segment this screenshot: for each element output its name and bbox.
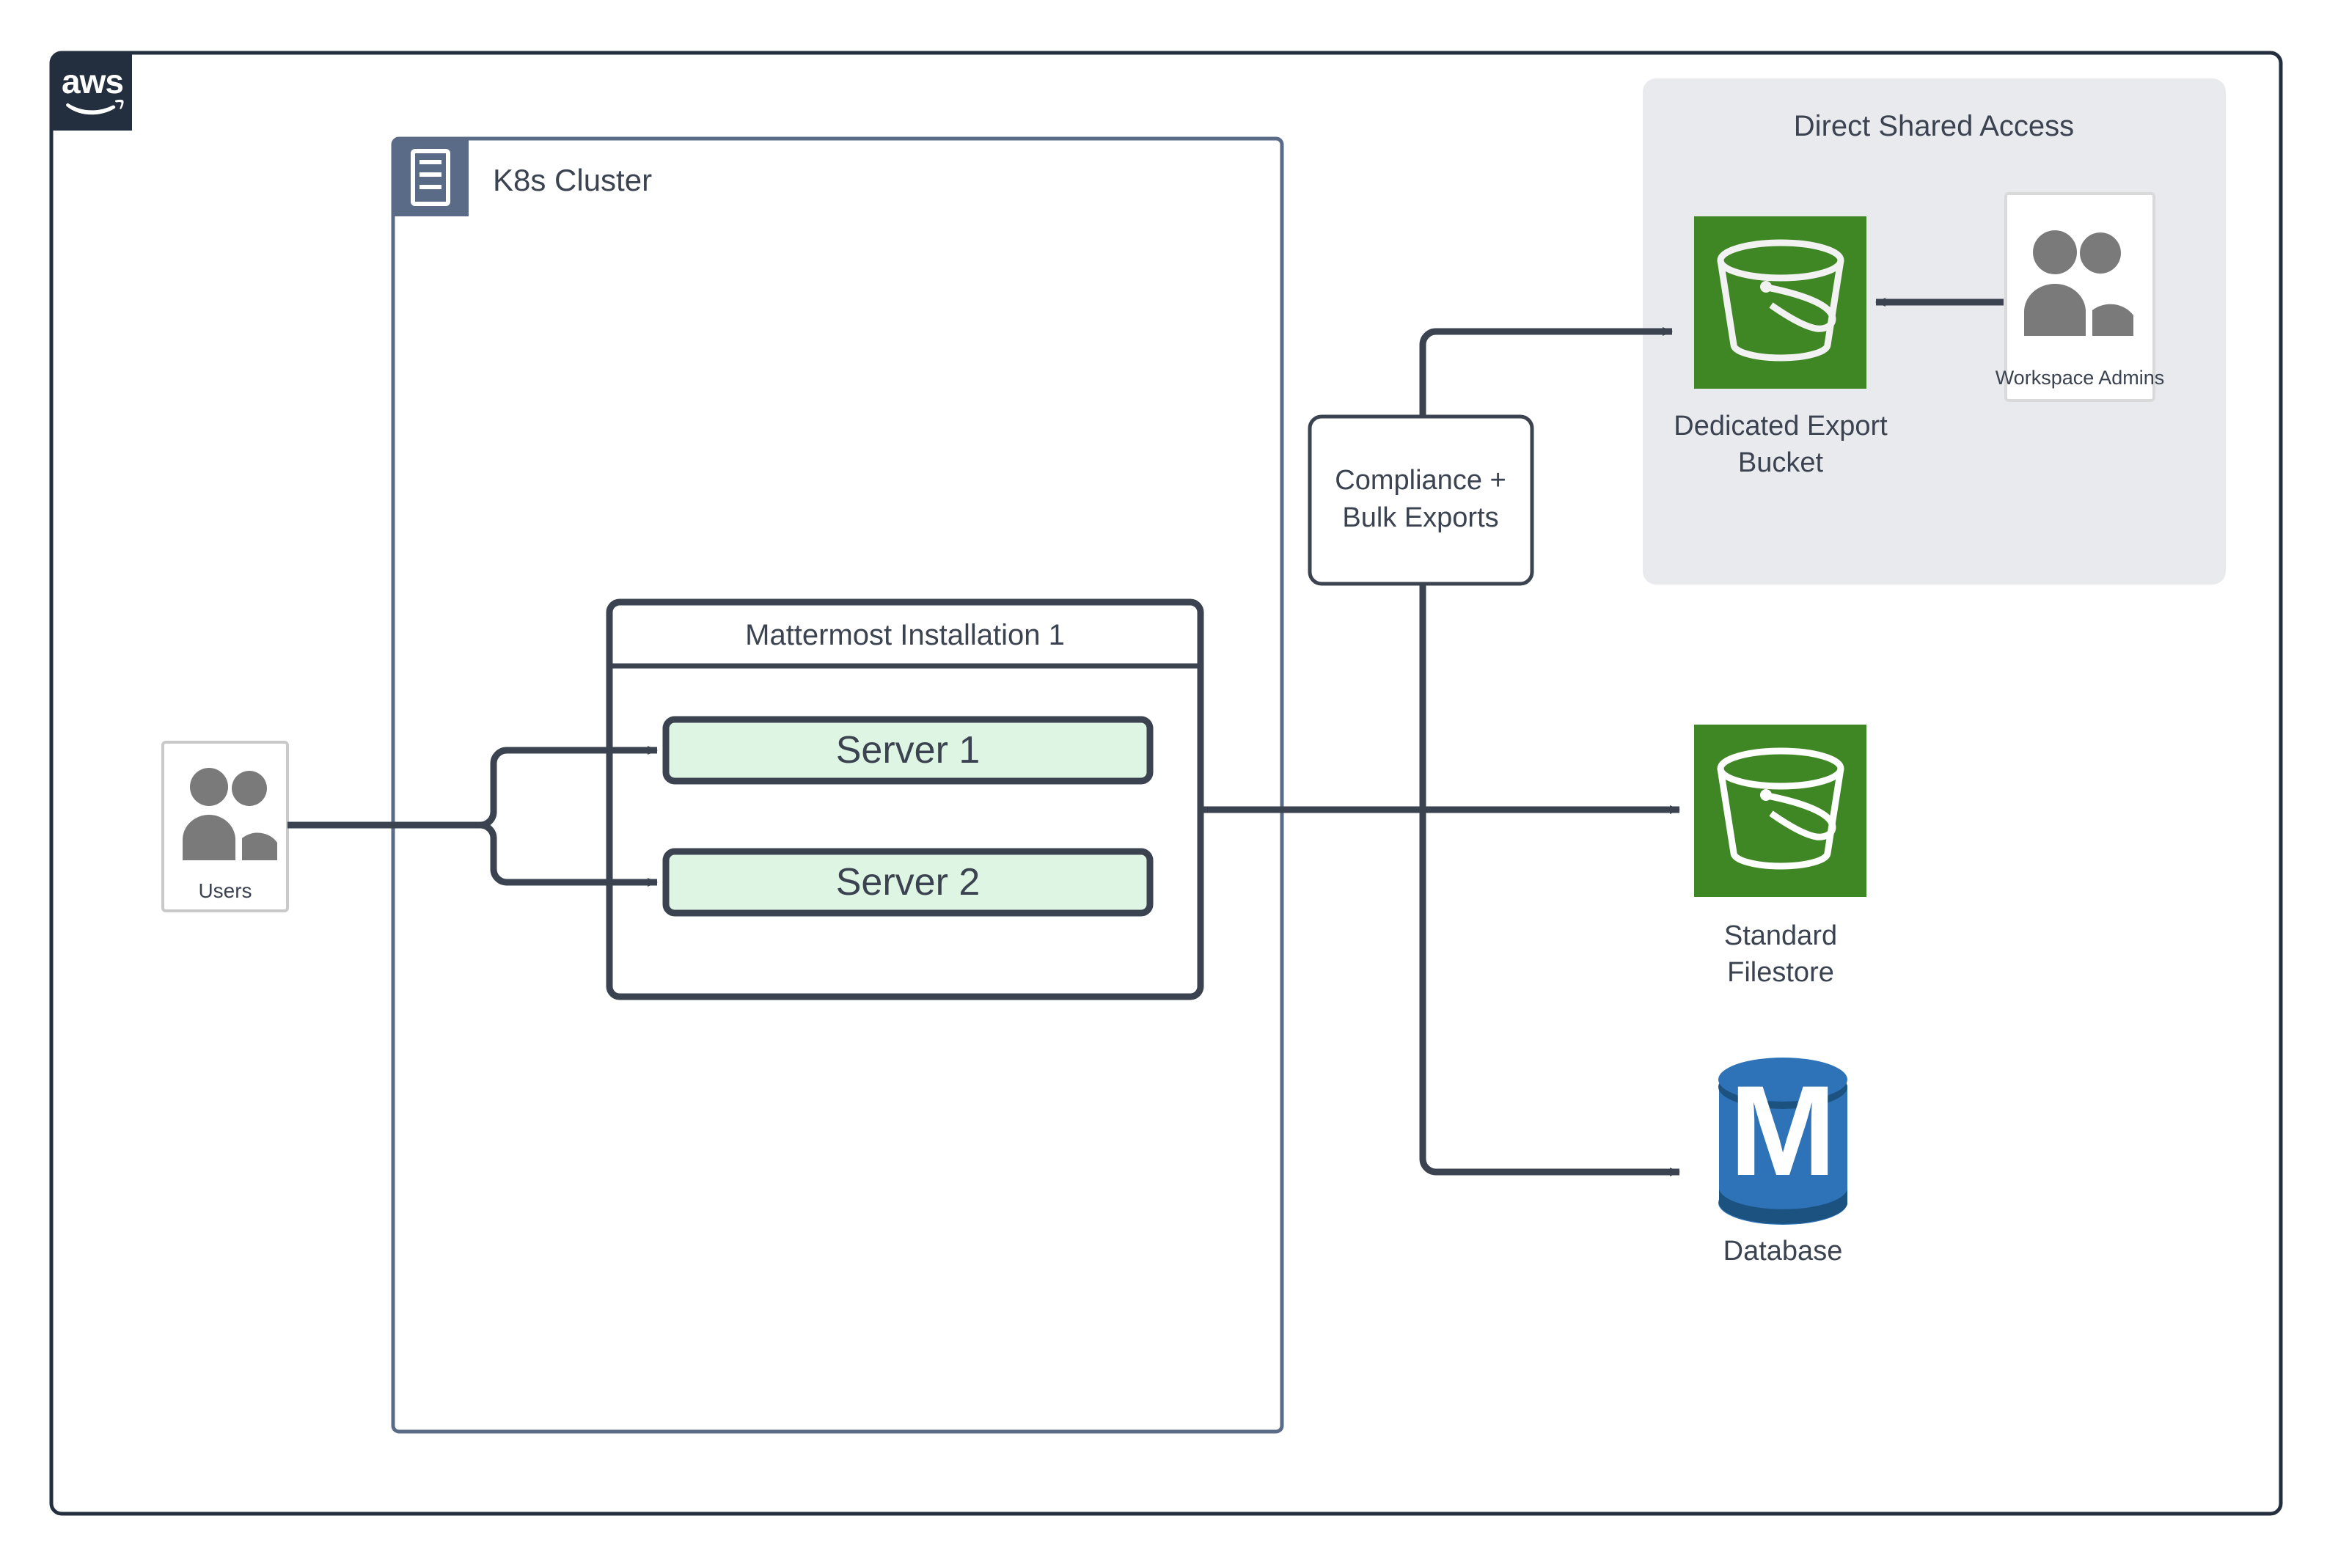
database-glyph: M	[1729, 1060, 1836, 1203]
aws-logo-icon: aws	[51, 53, 132, 131]
server-2-label: Server 2	[836, 861, 981, 904]
users-node[interactable]: Users	[161, 741, 289, 912]
database-node[interactable]: M Database	[1718, 1058, 1847, 1267]
users-icon	[2024, 230, 2133, 336]
server-1-label: Server 1	[836, 729, 981, 772]
compliance-label-line2: Bulk Exports	[1342, 502, 1498, 533]
export-bucket-label-line1: Dedicated Export	[1674, 411, 1888, 442]
database-label: Database	[1723, 1236, 1843, 1267]
direct-shared-access-title: Direct Shared Access	[1794, 110, 2074, 142]
mattermost-installation-box: Mattermost Installation 1 Server 1 Serve…	[606, 598, 1204, 1000]
compliance-bulk-exports-node[interactable]: Compliance + Bulk Exports	[1308, 414, 1534, 586]
workspace-admins-node[interactable]: Workspace Admins	[1996, 192, 2165, 402]
mattermost-database-cylinder-icon: M	[1718, 1058, 1847, 1225]
compliance-label-line1: Compliance +	[1335, 465, 1506, 496]
installation-title: Mattermost Installation 1	[745, 619, 1065, 651]
s3-bucket-icon	[1717, 747, 1844, 870]
export-bucket-label-line2: Bucket	[1738, 447, 1824, 478]
users-icon	[183, 768, 277, 860]
k8s-cluster-label: K8s Cluster	[493, 163, 652, 197]
svg-text:aws: aws	[62, 62, 123, 100]
compliance-trunk	[1419, 327, 1680, 1176]
workspace-admins-label: Workspace Admins	[1996, 367, 2165, 389]
users-to-servers-connector	[287, 747, 649, 886]
users-label: Users	[198, 879, 252, 902]
server-rack-icon	[411, 149, 450, 206]
filestore-label-line2: Filestore	[1727, 957, 1834, 988]
server-2-box[interactable]: Server 2	[662, 848, 1154, 917]
s3-bucket-icon	[1717, 239, 1844, 362]
server-1-box[interactable]: Server 1	[662, 716, 1154, 785]
standard-filestore-node[interactable]: Standard Filestore	[1694, 725, 1866, 988]
filestore-label-line1: Standard	[1724, 920, 1837, 951]
dedicated-export-bucket-node[interactable]: Dedicated Export Bucket	[1674, 216, 1888, 478]
